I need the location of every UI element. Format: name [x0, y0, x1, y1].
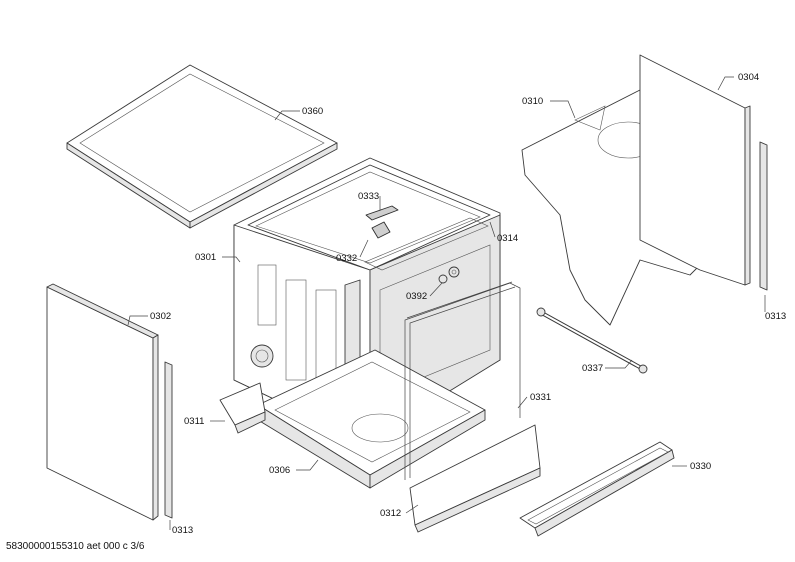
part-0304-back-panel	[639, 54, 751, 286]
drawing-reference-footer: 58300000155310 aet 000 c 3/6	[6, 541, 145, 552]
part-0312-plinth-panel	[409, 424, 541, 533]
label-0310: 0310	[522, 96, 543, 107]
label-0312: 0312	[380, 508, 401, 519]
part-0330-rail	[519, 441, 675, 537]
part-0333-bracket	[365, 205, 399, 239]
label-0332: 0332	[336, 253, 357, 264]
label-0313-left: 0313	[172, 525, 193, 536]
label-0304: 0304	[738, 72, 759, 83]
part-0337-rod	[536, 307, 648, 374]
label-0314: 0314	[497, 233, 518, 244]
part-0313-strip-right	[759, 141, 768, 291]
part-0313-strip-left	[164, 361, 173, 519]
part-0311-insulation	[219, 382, 266, 434]
part-0331-seal-frame	[404, 281, 521, 480]
label-0311: 0311	[184, 416, 204, 427]
label-0360: 0360	[302, 106, 323, 117]
label-0331: 0331	[530, 392, 551, 403]
label-0301: 0301	[195, 252, 216, 263]
part-0392-fittings	[438, 266, 460, 284]
leader-lines	[127, 76, 766, 530]
label-0333: 0333	[358, 191, 379, 202]
label-0337: 0337	[582, 363, 603, 374]
part-0360-worktop	[66, 64, 338, 229]
label-0302: 0302	[150, 311, 171, 322]
label-0313-right: 0313	[765, 311, 786, 322]
label-0306: 0306	[269, 465, 290, 476]
label-0330: 0330	[690, 461, 711, 472]
part-0306-base	[257, 349, 486, 489]
label-0392: 0392	[406, 291, 427, 302]
part-0302-side-panel	[46, 283, 159, 521]
